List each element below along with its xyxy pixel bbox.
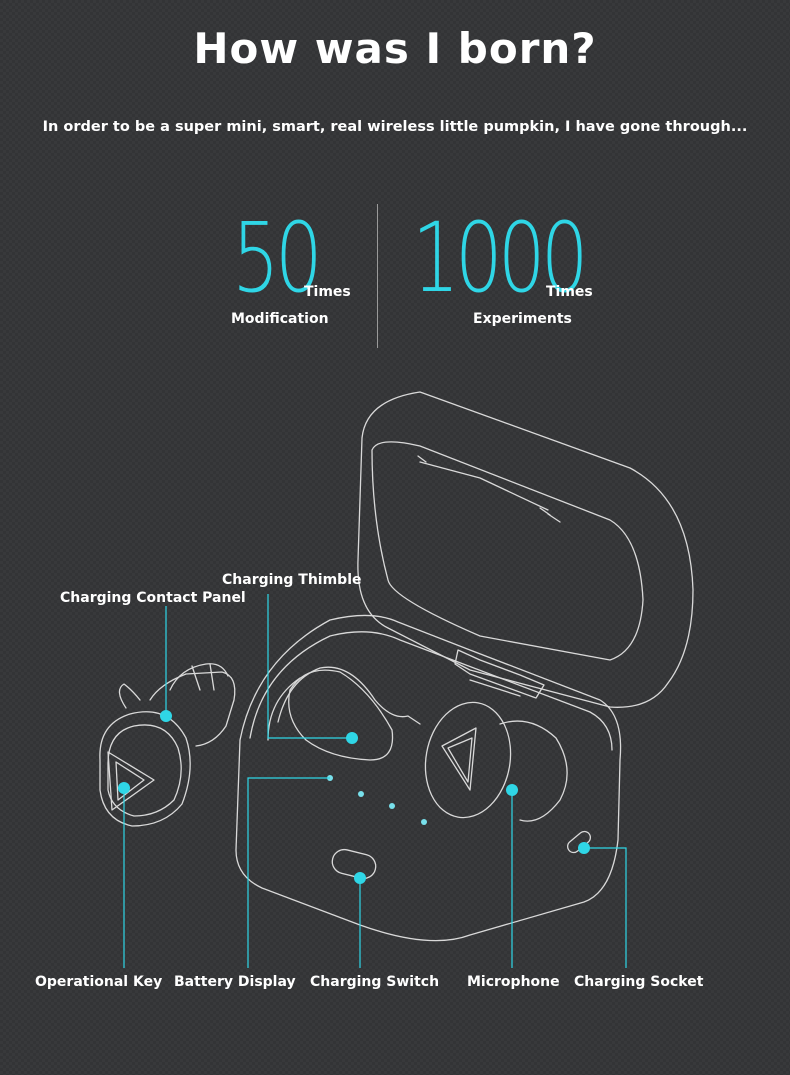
detached-earbud — [99, 711, 191, 827]
stat-value: 1000 — [412, 202, 589, 314]
right-earbud-logo — [441, 727, 477, 791]
dot-charging-thimble — [346, 732, 358, 744]
dot-microphone — [506, 784, 518, 796]
stat-label: Experiments — [473, 311, 572, 327]
dot-operational-key — [118, 782, 130, 794]
stat-value: 50 — [232, 202, 323, 314]
leader-battery-display — [247, 777, 330, 968]
callout-charging-contact-panel: Charging Contact Panel — [60, 590, 246, 606]
callout-charging-socket: Charging Socket — [574, 974, 704, 990]
stat-label: Modification — [231, 311, 329, 327]
callout-charging-thimble: Charging Thimble — [222, 572, 362, 588]
right-earbud — [424, 701, 512, 819]
stat-unit: Times — [304, 284, 351, 300]
callout-battery-display: Battery Display — [174, 974, 296, 990]
case-lid — [357, 391, 694, 708]
left-earbud-in-case — [288, 669, 394, 761]
battery-leds — [327, 775, 427, 825]
charging-switch-button — [331, 848, 377, 880]
leader-charging-thimble — [267, 594, 352, 739]
leader-charging-socket — [584, 847, 627, 968]
case-lid-inner — [371, 441, 644, 661]
page-title: How was I born? — [193, 24, 597, 73]
page-subtitle: In order to be a super mini, smart, real… — [42, 119, 748, 135]
dot-charging-switch — [354, 872, 366, 884]
callout-charging-switch: Charging Switch — [310, 974, 440, 990]
stat-unit: Times — [546, 284, 593, 300]
stats-divider — [377, 204, 378, 348]
dot-charging-socket — [578, 842, 590, 854]
callout-microphone: Microphone — [467, 974, 560, 990]
dot-charging-contact-panel — [160, 710, 172, 722]
callout-operational-key: Operational Key — [35, 974, 163, 990]
